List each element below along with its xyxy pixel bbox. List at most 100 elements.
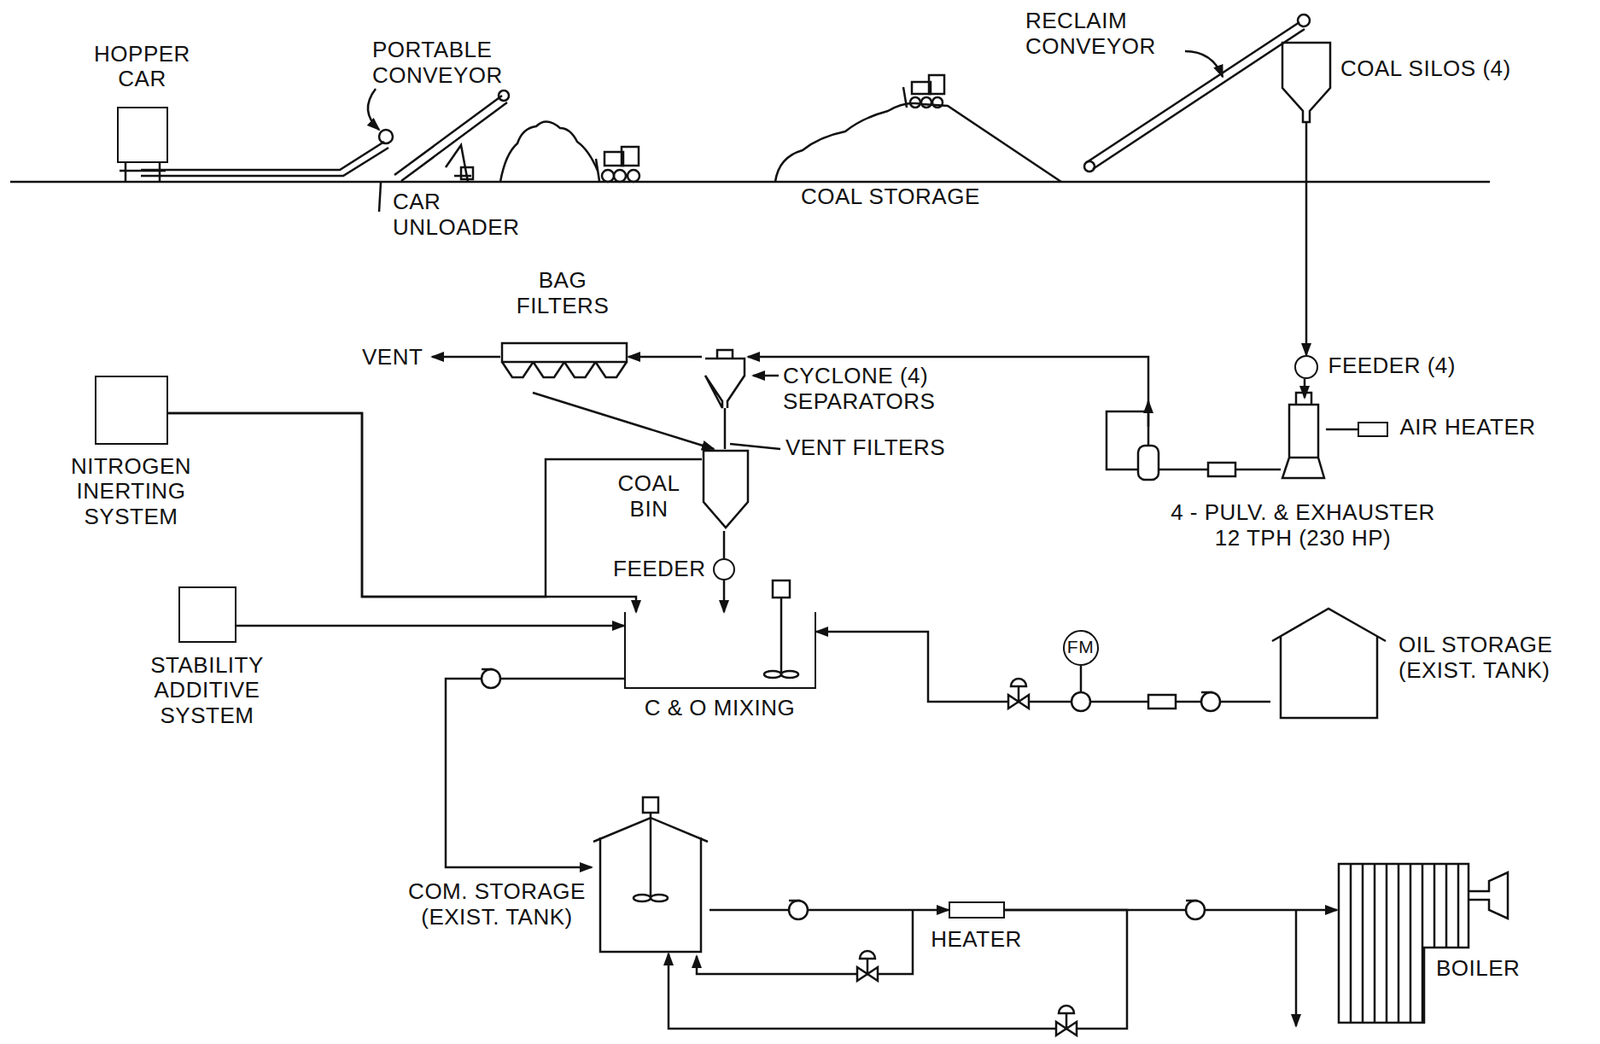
bulldozer: [921, 97, 932, 108]
com-storage-tank-outline: [591, 816, 710, 954]
bulldozer: [595, 158, 600, 182]
boiler: BOILER: [1337, 862, 1534, 1025]
pipe-connector: [168, 413, 637, 613]
exhauster-loop: [1147, 401, 1151, 427]
pump-outlet: [788, 899, 800, 903]
cyclone-separator-outline: [705, 350, 745, 409]
boiler-outline: [1337, 862, 1534, 1025]
mixer-agitator: [772, 580, 790, 598]
pipe-connector: [628, 356, 702, 359]
portable-conveyor: [461, 167, 473, 180]
oil-filter: [1148, 694, 1176, 709]
portable-conveyor: [394, 90, 509, 182]
mixer-agitator: [764, 580, 799, 678]
part-label: PORTABLE CONVEYOR: [372, 37, 544, 89]
bag-filter-unit-outline: [502, 343, 627, 378]
flow-meter-bubble: FM: [1062, 630, 1099, 666]
bulldozer: [910, 97, 921, 108]
car-unloader-belt: [379, 129, 393, 144]
pump-symbol: [788, 900, 808, 920]
mixer-agitator: [780, 597, 783, 673]
flow-meter: [1071, 665, 1091, 712]
tank-agitator: [649, 812, 653, 897]
bulldozer: [621, 146, 639, 166]
bag-filter-unit: BAG FILTERS: [500, 341, 629, 393]
pulverizer-outline: [1282, 392, 1325, 479]
coal-pile: [775, 103, 1062, 182]
pump-symbol: [481, 669, 501, 689]
part-label: RECLAIM CONVEYOR: [1025, 8, 1188, 60]
pipe-connector: [723, 531, 726, 559]
bulldozer: [627, 169, 640, 182]
equipment-label: COM. STORAGE (EXIST. TANK): [408, 879, 586, 931]
equipment-label: BOILER: [1436, 956, 1532, 982]
portable-conveyor: [394, 95, 508, 182]
leader-line: [729, 443, 781, 450]
equipment-label: FEEDER: [601, 556, 707, 583]
oil-storage-tank-outline: [1270, 607, 1388, 720]
vent-line: [432, 356, 501, 359]
bulldozer: [595, 146, 640, 182]
pipe-connector: [747, 356, 1281, 470]
exhauster-loop: [1106, 401, 1236, 480]
hopper-car-legs: [119, 163, 166, 182]
bypass-loop: [696, 910, 913, 975]
coal-bin-outline: [701, 449, 750, 532]
equipment-label: OIL STORAGE (EXIST. TANK): [1398, 632, 1578, 684]
pulverizer-outline: [1280, 397, 1326, 480]
exhauster-loop: [1208, 462, 1236, 477]
feeder-circle: FEEDER: [712, 558, 736, 581]
equipment-label: COAL BIN: [606, 471, 692, 523]
part-label: COAL STORAGE: [800, 184, 1040, 211]
pulverizer: 4 - PULV. & EXHAUSTER 12 TPH (230 HP): [1280, 397, 1326, 480]
mixing-tank: C & O MIXING: [624, 612, 817, 690]
bypass-loop: [696, 910, 913, 975]
oil-storage-tank: OIL STORAGE (EXIST. TANK): [1270, 607, 1388, 720]
pump-outlet: [481, 668, 493, 672]
equipment-label: COAL SILOS (4): [1340, 56, 1563, 82]
bag-filter-unit-outline: [500, 341, 629, 393]
part-label: CAR UNLOADER: [392, 189, 530, 241]
feeder-circle: FEEDER (4): [1294, 355, 1319, 380]
tank-agitator: [633, 894, 651, 902]
pipe-connector: [816, 631, 1271, 702]
vent-line: [432, 356, 501, 359]
ground-line: [10, 181, 1490, 184]
equipment-label: STABILITY ADDITIVE SYSTEM: [130, 653, 285, 730]
cyclone-separator: CYCLONE (4) SEPARATORS: [701, 350, 748, 409]
pipe-connector: [1305, 122, 1309, 356]
equipment-label: HOPPER CAR: [82, 41, 203, 94]
mixer-agitator: [781, 671, 799, 678]
bulldozer: [928, 75, 945, 94]
bulldozer: [604, 151, 624, 166]
reclaim-conveyor: [1084, 161, 1095, 172]
equipment-label: CYCLONE (4) SEPARATORS: [782, 363, 980, 415]
equipment-label: C & O MIXING: [624, 695, 817, 722]
valve-actuator: [859, 951, 876, 975]
pump-symbol: [1185, 900, 1205, 920]
bulldozer: [911, 81, 931, 94]
nitrogen-system-box: NITROGEN INERTING SYSTEM: [94, 375, 169, 445]
pipe-connector: [1325, 428, 1358, 432]
bulldozer: [601, 169, 614, 182]
equipment-label: NITROGEN INERTING SYSTEM: [56, 454, 207, 532]
flow-meter: [1080, 665, 1083, 693]
cyclone-separator-outline: [701, 350, 748, 409]
recirculation-line: [1295, 910, 1298, 1027]
equipment-label: FEEDER (4): [1328, 353, 1500, 380]
coal-pile: [775, 103, 1062, 182]
hopper-car: HOPPER CAR: [116, 106, 169, 164]
coal-silo-outline: [1282, 42, 1331, 123]
equipment-label: FM: [1062, 636, 1099, 658]
pipe-connector: [532, 392, 714, 450]
mixer-agitator: [764, 671, 782, 678]
part-label: VENT: [362, 344, 439, 371]
equipment-label: HEATER: [929, 927, 1024, 953]
car-unloader-belt: [140, 129, 393, 176]
pump-outlet: [1201, 691, 1213, 695]
leader-line: [379, 182, 381, 212]
pipe-connector: [724, 408, 727, 450]
pipe-connector: [723, 580, 726, 613]
additive-system-box: STABILITY ADDITIVE SYSTEM: [178, 586, 237, 643]
